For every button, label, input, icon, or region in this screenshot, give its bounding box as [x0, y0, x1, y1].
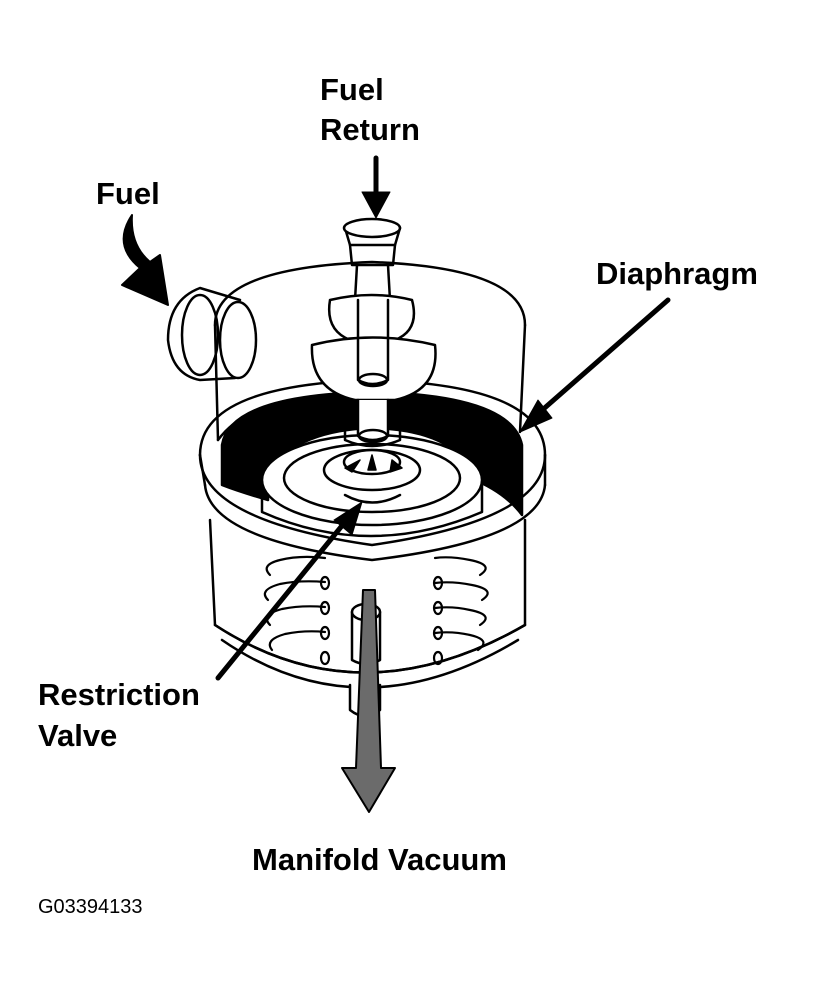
upper-housing [213, 260, 527, 442]
fuel-return-stem [310, 217, 437, 448]
fuel-inlet-arrow [121, 214, 169, 306]
figure-id: G03394133 [38, 896, 143, 918]
restriction-valve-pointer [215, 501, 363, 681]
restriction-valve-label-line1: Restriction [38, 677, 200, 712]
manifold-vacuum-arrow [341, 589, 396, 813]
diaphragm-label: Diaphragm [596, 256, 758, 291]
diaphragm-pointer [519, 297, 671, 433]
manifold-vacuum-label: Manifold Vacuum [252, 842, 507, 877]
spring-coils [263, 555, 489, 666]
fuel-return-label-line1: Fuel [320, 72, 384, 107]
restriction-valve-label-line2: Valve [38, 718, 118, 753]
fuel-return-arrow [361, 155, 391, 219]
fuel-inlet-port [166, 286, 258, 382]
fuel-return-label-line2: Return [320, 112, 420, 147]
flow-arrows [344, 454, 403, 473]
fuel-label: Fuel [96, 176, 160, 211]
